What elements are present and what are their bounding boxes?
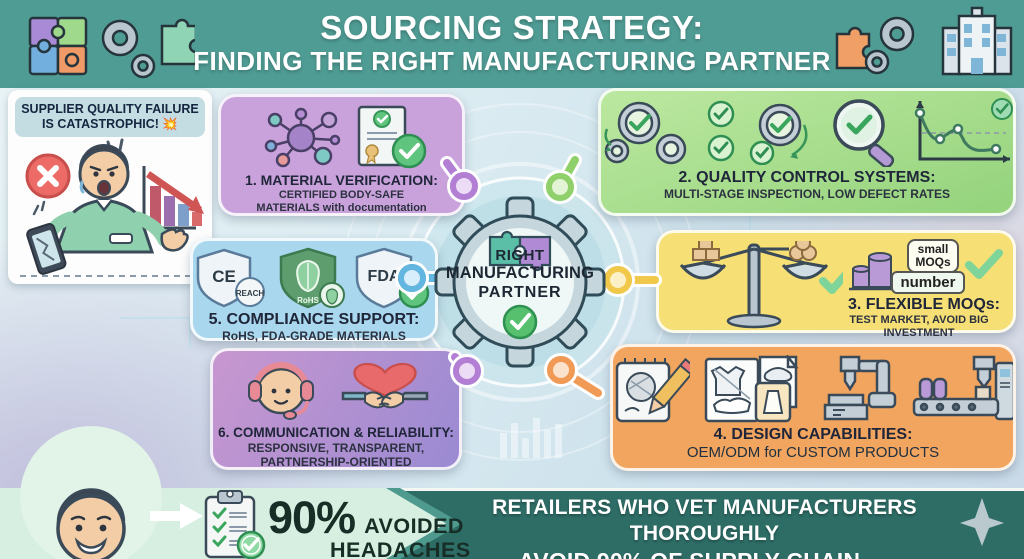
- factor4-desc1: OEM/ODM for CUSTOM PRODUCTS: [686, 444, 940, 461]
- stat-word2: HEADACHES: [330, 538, 471, 559]
- hub-gear: [434, 196, 606, 368]
- molecule-icon: [264, 107, 340, 168]
- checklist-clipboard-icon: [204, 490, 266, 559]
- certificate-check-icon: [357, 105, 426, 169]
- factor2-title: 2. QUALITY CONTROL SYSTEMS:: [678, 169, 936, 186]
- magnifier-check-icon: [833, 99, 895, 167]
- factor4-title: 4. DESIGN CAPABILITIES:: [713, 426, 913, 443]
- footer-banner: 90% AVOIDED HEADACHES RETAILERS WHO VET …: [0, 426, 1024, 559]
- cnc-drill-icon: [823, 355, 897, 421]
- title-line2: FINDING THE RIGHT MANUFACTURING PARTNER: [193, 46, 831, 76]
- svg-text:RoHS: RoHS: [297, 296, 319, 305]
- puzzle-grid-icon: [28, 16, 88, 76]
- gears-icon: [864, 16, 915, 75]
- factor3-desc1: TEST MARKET, AVOID BIG INVESTMENT: [849, 314, 989, 339]
- factor-box-flexible-moqs: small MOQs number 3. FLEXIBLE MOQs: TEST…: [656, 230, 1016, 339]
- handshake-heart-icon: [341, 363, 429, 409]
- gear-check-arrow-icon: [749, 103, 808, 165]
- factor-box-compliance-support: CE REACH RoHS FDA 5. COMPLIANCE SUPPORT:…: [190, 238, 438, 343]
- svg-text:FDA: FDA: [368, 268, 401, 285]
- header-banner: SOURCING STRATEGY: FINDING THE RIGHT MAN…: [0, 0, 1024, 88]
- factor1-desc1: CERTIFIED BODY-SAFE: [278, 189, 405, 201]
- factor-box-material-verification: 1. MATERIAL VERIFICATION: CERTIFIED BODY…: [218, 94, 465, 216]
- factor-box-design-capabilities: 4. DESIGN CAPABILITIES: OEM/ODM for CUST…: [610, 344, 1016, 471]
- production-machine-icon: [913, 355, 1013, 421]
- balance-scale-icon: [679, 241, 843, 329]
- node-purple-top: [447, 169, 481, 203]
- warning-title: SUPPLIER QUALITY FAILURE IS CATASTROPHIC…: [15, 97, 205, 137]
- worried-man-illustration: [26, 138, 189, 275]
- apparel-design-icon: [705, 355, 800, 423]
- svg-text:REACH: REACH: [236, 289, 265, 298]
- stat-block: 90% AVOIDED HEADACHES: [268, 492, 471, 559]
- hub-label: RIGHT MANUFACTURING PARTNER: [445, 247, 595, 301]
- support-agent-icon: [248, 362, 314, 420]
- node-orange: [544, 353, 578, 387]
- warning-panel: SUPPLIER QUALITY FAILURE IS CATASTROPHIC…: [8, 90, 212, 284]
- ce-reach-shield-icon: CE REACH: [196, 248, 265, 308]
- factor1-desc2: MATERIALS with documentation: [256, 202, 427, 214]
- factor1-title: 1. MATERIAL VERIFICATION:: [245, 172, 438, 188]
- check-icon: [965, 249, 1003, 279]
- factor5-title: 5. COMPLIANCE SUPPORT:: [208, 311, 420, 328]
- puzzle-piece-icon: [160, 18, 195, 66]
- stat-word1: AVOIDED: [364, 514, 464, 538]
- gears-check-icon: [604, 101, 687, 165]
- node-green: [543, 170, 577, 204]
- sparkle-icon: [960, 498, 1004, 546]
- check-circles-icon: [707, 100, 735, 162]
- header-left-decoration: [28, 16, 195, 79]
- title-line1: SOURCING STRATEGY:: [320, 9, 704, 46]
- happy-man-illustration: [56, 488, 126, 559]
- stat-number: 90%: [268, 492, 356, 543]
- svg-text:CE: CE: [212, 267, 236, 286]
- rohs-shield-icon: RoHS: [279, 247, 345, 309]
- warning-illustration: [20, 138, 204, 277]
- node-purple-bottom: [450, 354, 484, 388]
- factory-building-icon: [941, 6, 1013, 76]
- puzzle-pieces-icon: [488, 230, 552, 272]
- factor3-title: 3. FLEXIBLE MOQs:: [847, 296, 1000, 313]
- sketchpad-pencil-icon: [615, 357, 691, 423]
- page-title: SOURCING STRATEGY: FINDING THE RIGHT MAN…: [0, 9, 1024, 76]
- factor6-title: 6. COMMUNICATION & RELIABILITY:: [218, 425, 454, 440]
- factor-box-quality-control: 2. QUALITY CONTROL SYSTEMS: MULTI-STAGE …: [598, 88, 1016, 216]
- footer-message: RETAILERS WHO VET MANUFACTURERS THOROUGH…: [452, 495, 957, 559]
- tag-small-moqs: small MOQs: [907, 239, 959, 273]
- header-right-decoration: [835, 6, 1013, 76]
- tag-number: number: [891, 271, 965, 294]
- happy-retailer-avatar: [18, 424, 164, 559]
- factor6-desc2: PARTNERSHIP-ORIENTED: [260, 455, 412, 469]
- footer-message-line2: AVOID 90% OF SUPPLY CHAIN HEADACHES!: [452, 547, 926, 559]
- node-blue: [395, 261, 429, 295]
- factor6-desc1: RESPONSIVE, TRANSPARENT,: [247, 441, 425, 455]
- gears-icon: [101, 19, 156, 79]
- error-x-icon: [25, 153, 71, 199]
- factor2-desc1: MULTI-STAGE INSPECTION, LOW DEFECT RATES: [664, 187, 950, 201]
- factor5-desc1: RoHS, FDA-GRADE MATERIALS: [222, 329, 406, 343]
- connector-nodes: [395, 169, 635, 388]
- arrow-right-icon: [150, 503, 203, 529]
- factor-box-communication: 6. COMMUNICATION & RELIABILITY: RESPONSI…: [210, 348, 462, 470]
- defect-trend-chart-icon: [914, 98, 1014, 163]
- footer-message-line1: RETAILERS WHO VET MANUFACTURERS THOROUGH…: [492, 496, 917, 545]
- node-yellow: [601, 263, 635, 297]
